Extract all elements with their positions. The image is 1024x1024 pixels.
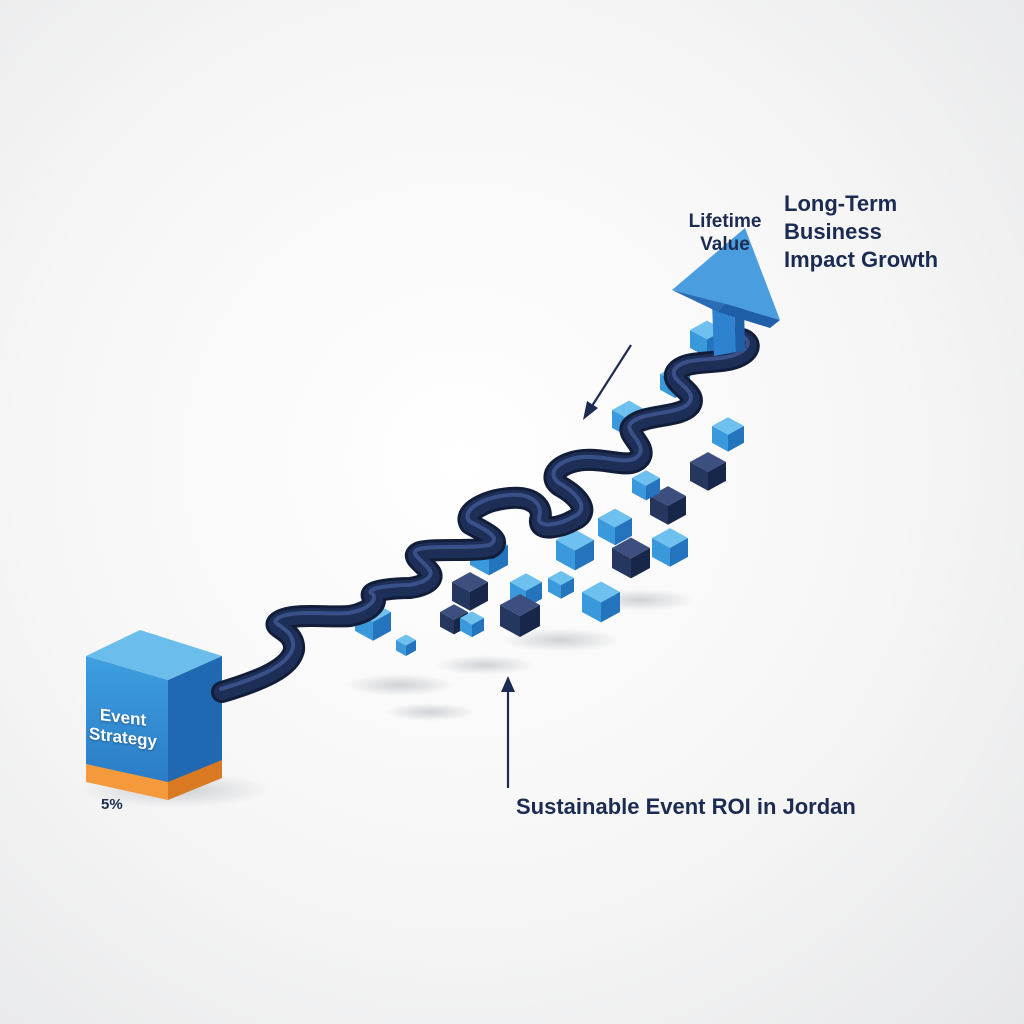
cube-icon bbox=[650, 486, 686, 525]
cube-face bbox=[615, 518, 632, 546]
cube-face bbox=[632, 478, 646, 501]
cube-face bbox=[510, 573, 542, 591]
cube-face bbox=[406, 640, 416, 656]
cube-face bbox=[582, 592, 601, 623]
cube-face bbox=[708, 462, 726, 491]
cube-face bbox=[668, 496, 686, 525]
roi-pointer-arrow-up-icon bbox=[501, 676, 515, 788]
cube-face bbox=[470, 582, 488, 611]
cube-face bbox=[548, 578, 561, 599]
cube-face bbox=[575, 540, 594, 571]
box-side-face bbox=[168, 656, 222, 782]
cube-face bbox=[582, 581, 620, 603]
cube-face bbox=[601, 592, 620, 623]
box-front-face bbox=[86, 656, 168, 782]
cube-face bbox=[650, 496, 668, 525]
cube-face bbox=[520, 605, 540, 637]
cube-face bbox=[670, 538, 688, 567]
cube-icon bbox=[712, 417, 744, 452]
growth-path bbox=[211, 327, 760, 703]
cube-icon bbox=[500, 594, 540, 637]
cube-face bbox=[396, 640, 406, 656]
long-term-growth-label: Long-Term Business Impact Growth bbox=[784, 191, 939, 272]
cube-icon bbox=[396, 634, 416, 656]
cube-face bbox=[373, 612, 391, 641]
path-highlight bbox=[219, 333, 750, 691]
cube-face bbox=[440, 612, 454, 635]
cube-icon bbox=[598, 508, 632, 546]
cube-icon bbox=[632, 470, 660, 501]
cube-icon bbox=[612, 537, 650, 579]
cube-face bbox=[646, 478, 660, 501]
cube-icon bbox=[548, 570, 574, 599]
cube-face bbox=[712, 426, 728, 452]
cube-face bbox=[561, 578, 574, 599]
cube-face bbox=[650, 486, 686, 506]
cube-icon bbox=[452, 572, 488, 611]
path-ribbon bbox=[214, 330, 757, 700]
cube-face bbox=[612, 537, 650, 559]
box-base-stripe bbox=[86, 764, 168, 800]
cubes-front-layer bbox=[396, 417, 744, 656]
roi-caption: Sustainable Event ROI in Jordan bbox=[516, 794, 856, 819]
cube-face bbox=[460, 618, 472, 638]
cube-face bbox=[489, 545, 508, 576]
cube-icon bbox=[652, 528, 688, 567]
box-top-face bbox=[86, 630, 222, 680]
cube-face bbox=[728, 426, 744, 452]
cube-face bbox=[472, 618, 484, 638]
cube-face bbox=[690, 452, 726, 472]
percent-label: 5% bbox=[101, 796, 123, 813]
cube-icon bbox=[460, 611, 484, 638]
arrow-head-underside bbox=[672, 290, 726, 312]
cube-face bbox=[652, 538, 670, 567]
cube-face bbox=[440, 604, 468, 620]
cube-face bbox=[598, 518, 615, 546]
cube-face bbox=[556, 540, 575, 571]
arrow-up-icon bbox=[672, 228, 780, 356]
cube-icon bbox=[582, 581, 620, 623]
cube-face bbox=[500, 605, 520, 637]
cube-face bbox=[690, 330, 707, 358]
box-base-stripe-side bbox=[168, 760, 222, 800]
cube-face bbox=[690, 462, 708, 491]
cube-face bbox=[612, 548, 631, 579]
arrow-head-side bbox=[718, 304, 780, 328]
cube-face bbox=[452, 582, 470, 611]
cube-face bbox=[631, 548, 650, 579]
cube-icon bbox=[690, 452, 726, 491]
lifetime-value-label: Lifetime Value bbox=[688, 211, 762, 255]
event-strategy-box bbox=[86, 630, 222, 800]
arrow-down-left-icon bbox=[583, 344, 632, 420]
